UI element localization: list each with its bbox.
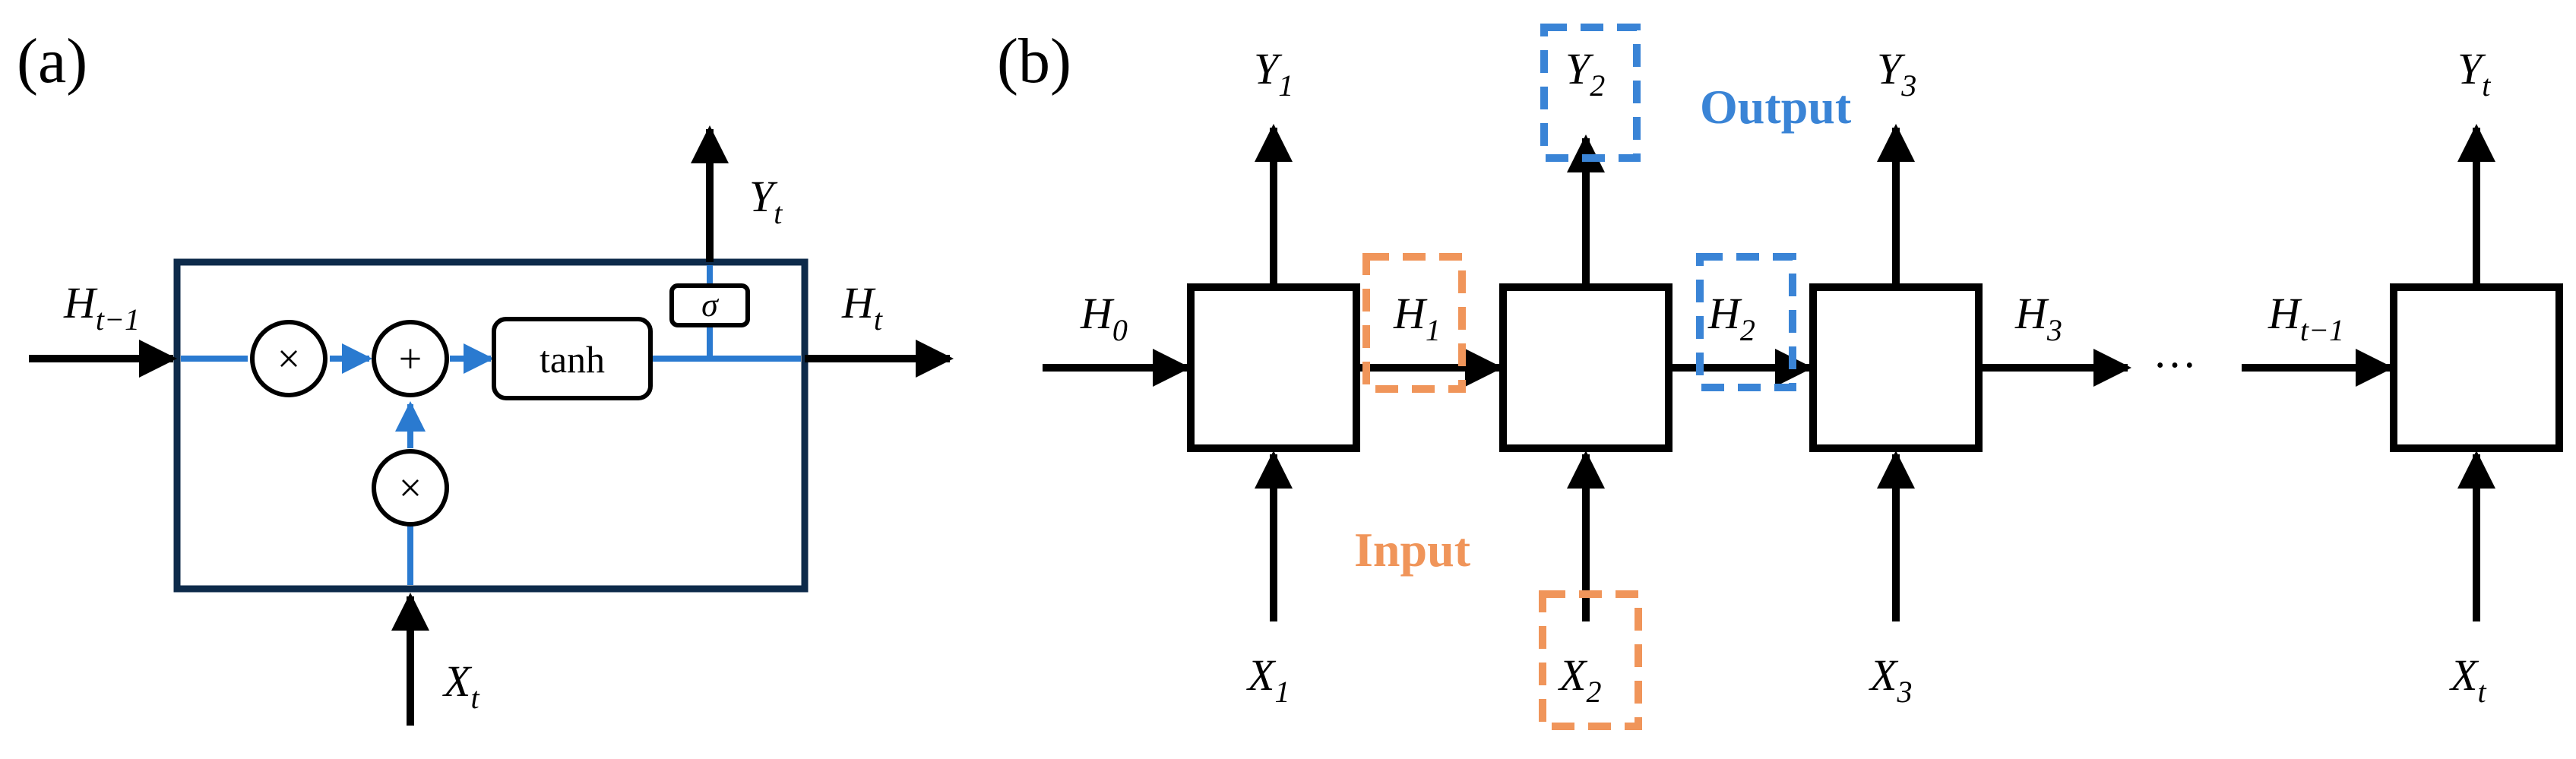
y1-label: Y1 (1254, 44, 1293, 103)
x1-label: X1 (1246, 650, 1290, 709)
h3-label: H3 (2014, 289, 2062, 347)
y3-label: Y3 (1877, 44, 1916, 103)
h-prev-label: Ht−1 (63, 278, 140, 337)
x3-label: X3 (1869, 650, 1912, 709)
sigma-block (669, 283, 750, 327)
cell-box-t (2390, 283, 2563, 452)
multiply-node-top (250, 320, 328, 397)
x2-label: X2 (1558, 650, 1601, 709)
multiply-node-bottom (372, 449, 449, 527)
cell-box-2 (1499, 283, 1673, 452)
panel-a: (a) × + × tanh σ Ht−1 Ht Yt Xt (17, 26, 954, 726)
cell-box-1 (1187, 283, 1360, 452)
add-node (372, 320, 449, 397)
tanh-block (492, 317, 653, 400)
multiply-symbol-bottom: × (399, 465, 422, 511)
input-highlight-h1 (1362, 253, 1466, 393)
cell-box-3 (1809, 283, 1983, 452)
sigma-label: σ (701, 286, 720, 324)
yt-label: Yt (2457, 44, 2491, 103)
h-out-label: Ht (841, 278, 883, 337)
rnn-cell-box (173, 258, 809, 593)
output-highlight-h2 (1696, 253, 1796, 391)
tanh-label: tanh (540, 338, 605, 381)
h-prev-label-b: Ht−1 (2267, 289, 2344, 347)
h1-label: H1 (1393, 289, 1441, 347)
panel-b: (b) ··· Output Input Y1 Y2 Y3 (997, 24, 2563, 730)
h0-label: H0 (1080, 289, 1128, 347)
x-in-label: Xt (442, 656, 479, 715)
y-out-label: Yt (749, 172, 783, 230)
input-highlight-x2 (1539, 590, 1642, 730)
multiply-symbol-top: × (277, 336, 300, 381)
panel-b-label: (b) (997, 26, 1071, 96)
h2-label: H2 (1707, 289, 1755, 347)
output-highlight-y2 (1540, 24, 1641, 162)
panel-a-label: (a) (17, 26, 87, 96)
xt-label: Xt (2449, 650, 2486, 709)
ellipsis: ··· (2153, 340, 2197, 390)
add-symbol: + (399, 336, 422, 381)
input-note: Input (1354, 523, 1471, 577)
output-note: Output (1700, 80, 1852, 134)
y2-label: Y2 (1565, 44, 1605, 103)
